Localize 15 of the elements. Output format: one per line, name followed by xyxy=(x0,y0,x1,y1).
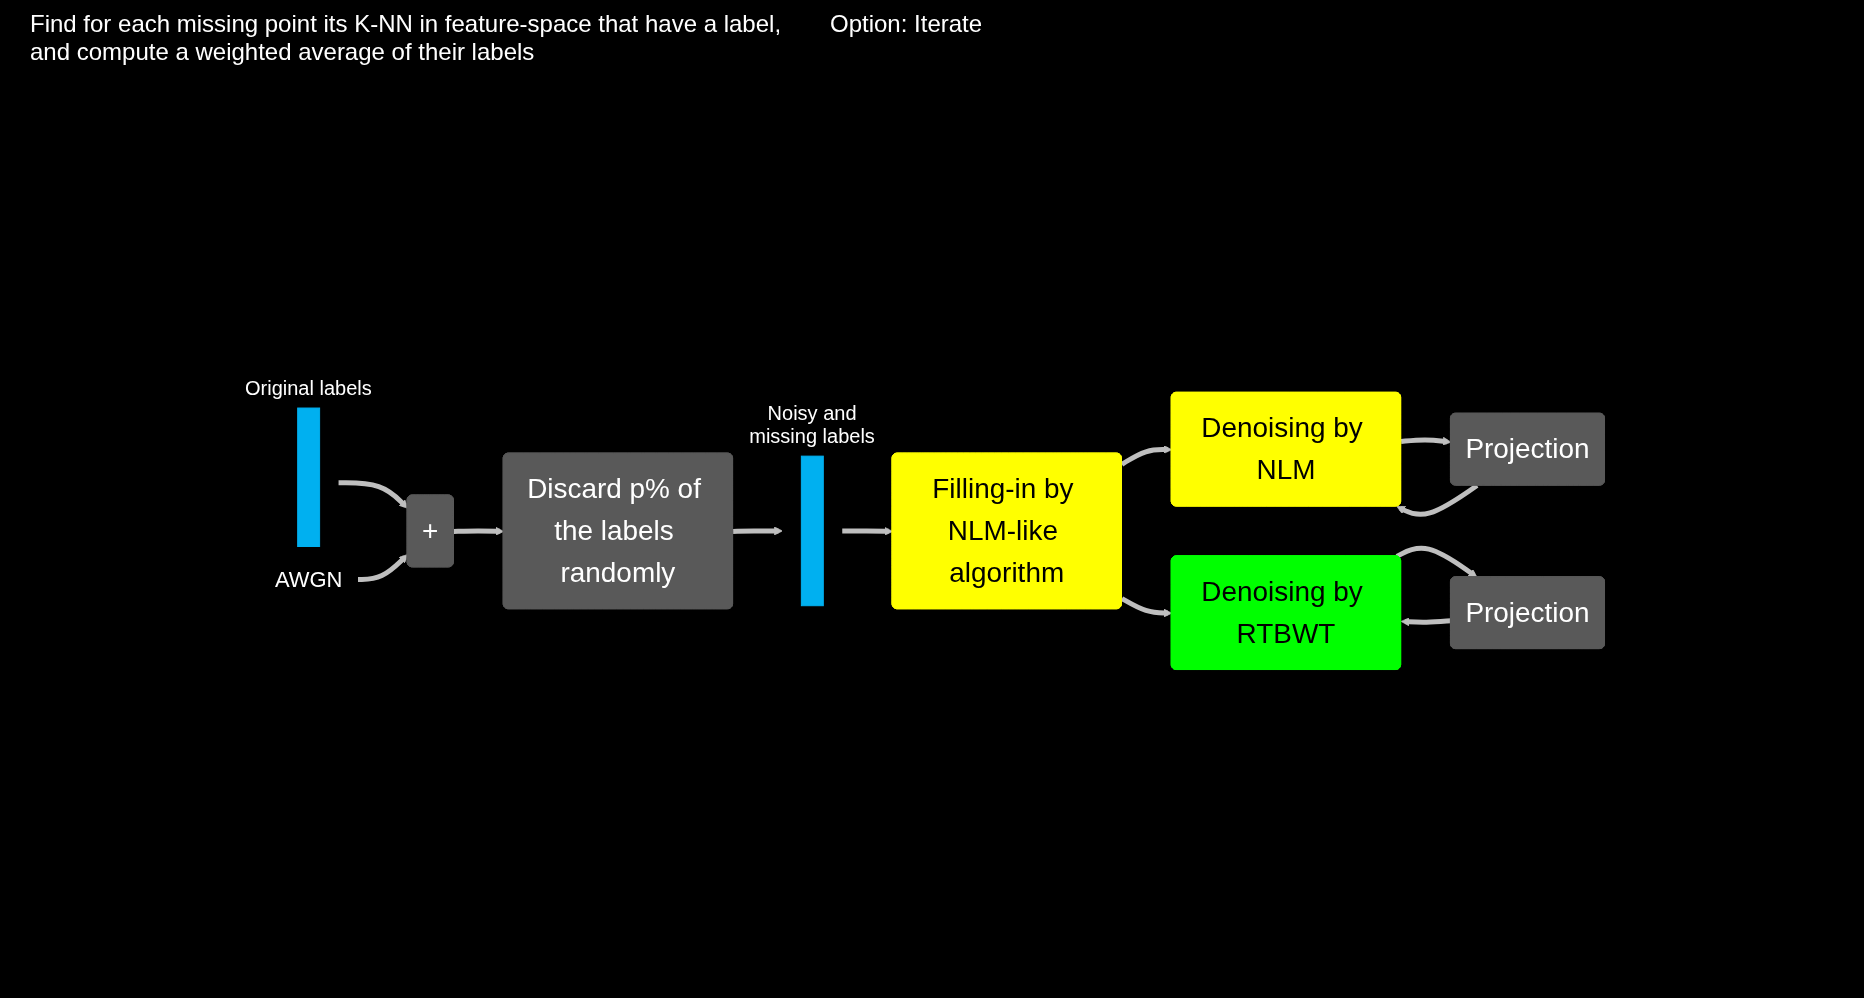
arrow xyxy=(732,526,783,536)
arrow xyxy=(1400,436,1452,446)
note-text: Find for each missing point its K-NN in feature-space that have a label, and compute a weighted average of their labels xyxy=(30,10,783,66)
arrow xyxy=(842,526,893,536)
arrow xyxy=(1120,445,1172,467)
arrow xyxy=(453,526,504,536)
caption-text: Original labels xyxy=(244,377,373,401)
arrow xyxy=(1120,596,1172,618)
arrow xyxy=(357,554,408,583)
note-text: Option: Iterate xyxy=(830,10,983,39)
arrow xyxy=(338,480,408,509)
arrow xyxy=(1395,545,1478,578)
caption-text: Noisy and missing labels xyxy=(748,402,876,449)
arrow xyxy=(1400,617,1451,627)
node-bar xyxy=(800,455,824,607)
